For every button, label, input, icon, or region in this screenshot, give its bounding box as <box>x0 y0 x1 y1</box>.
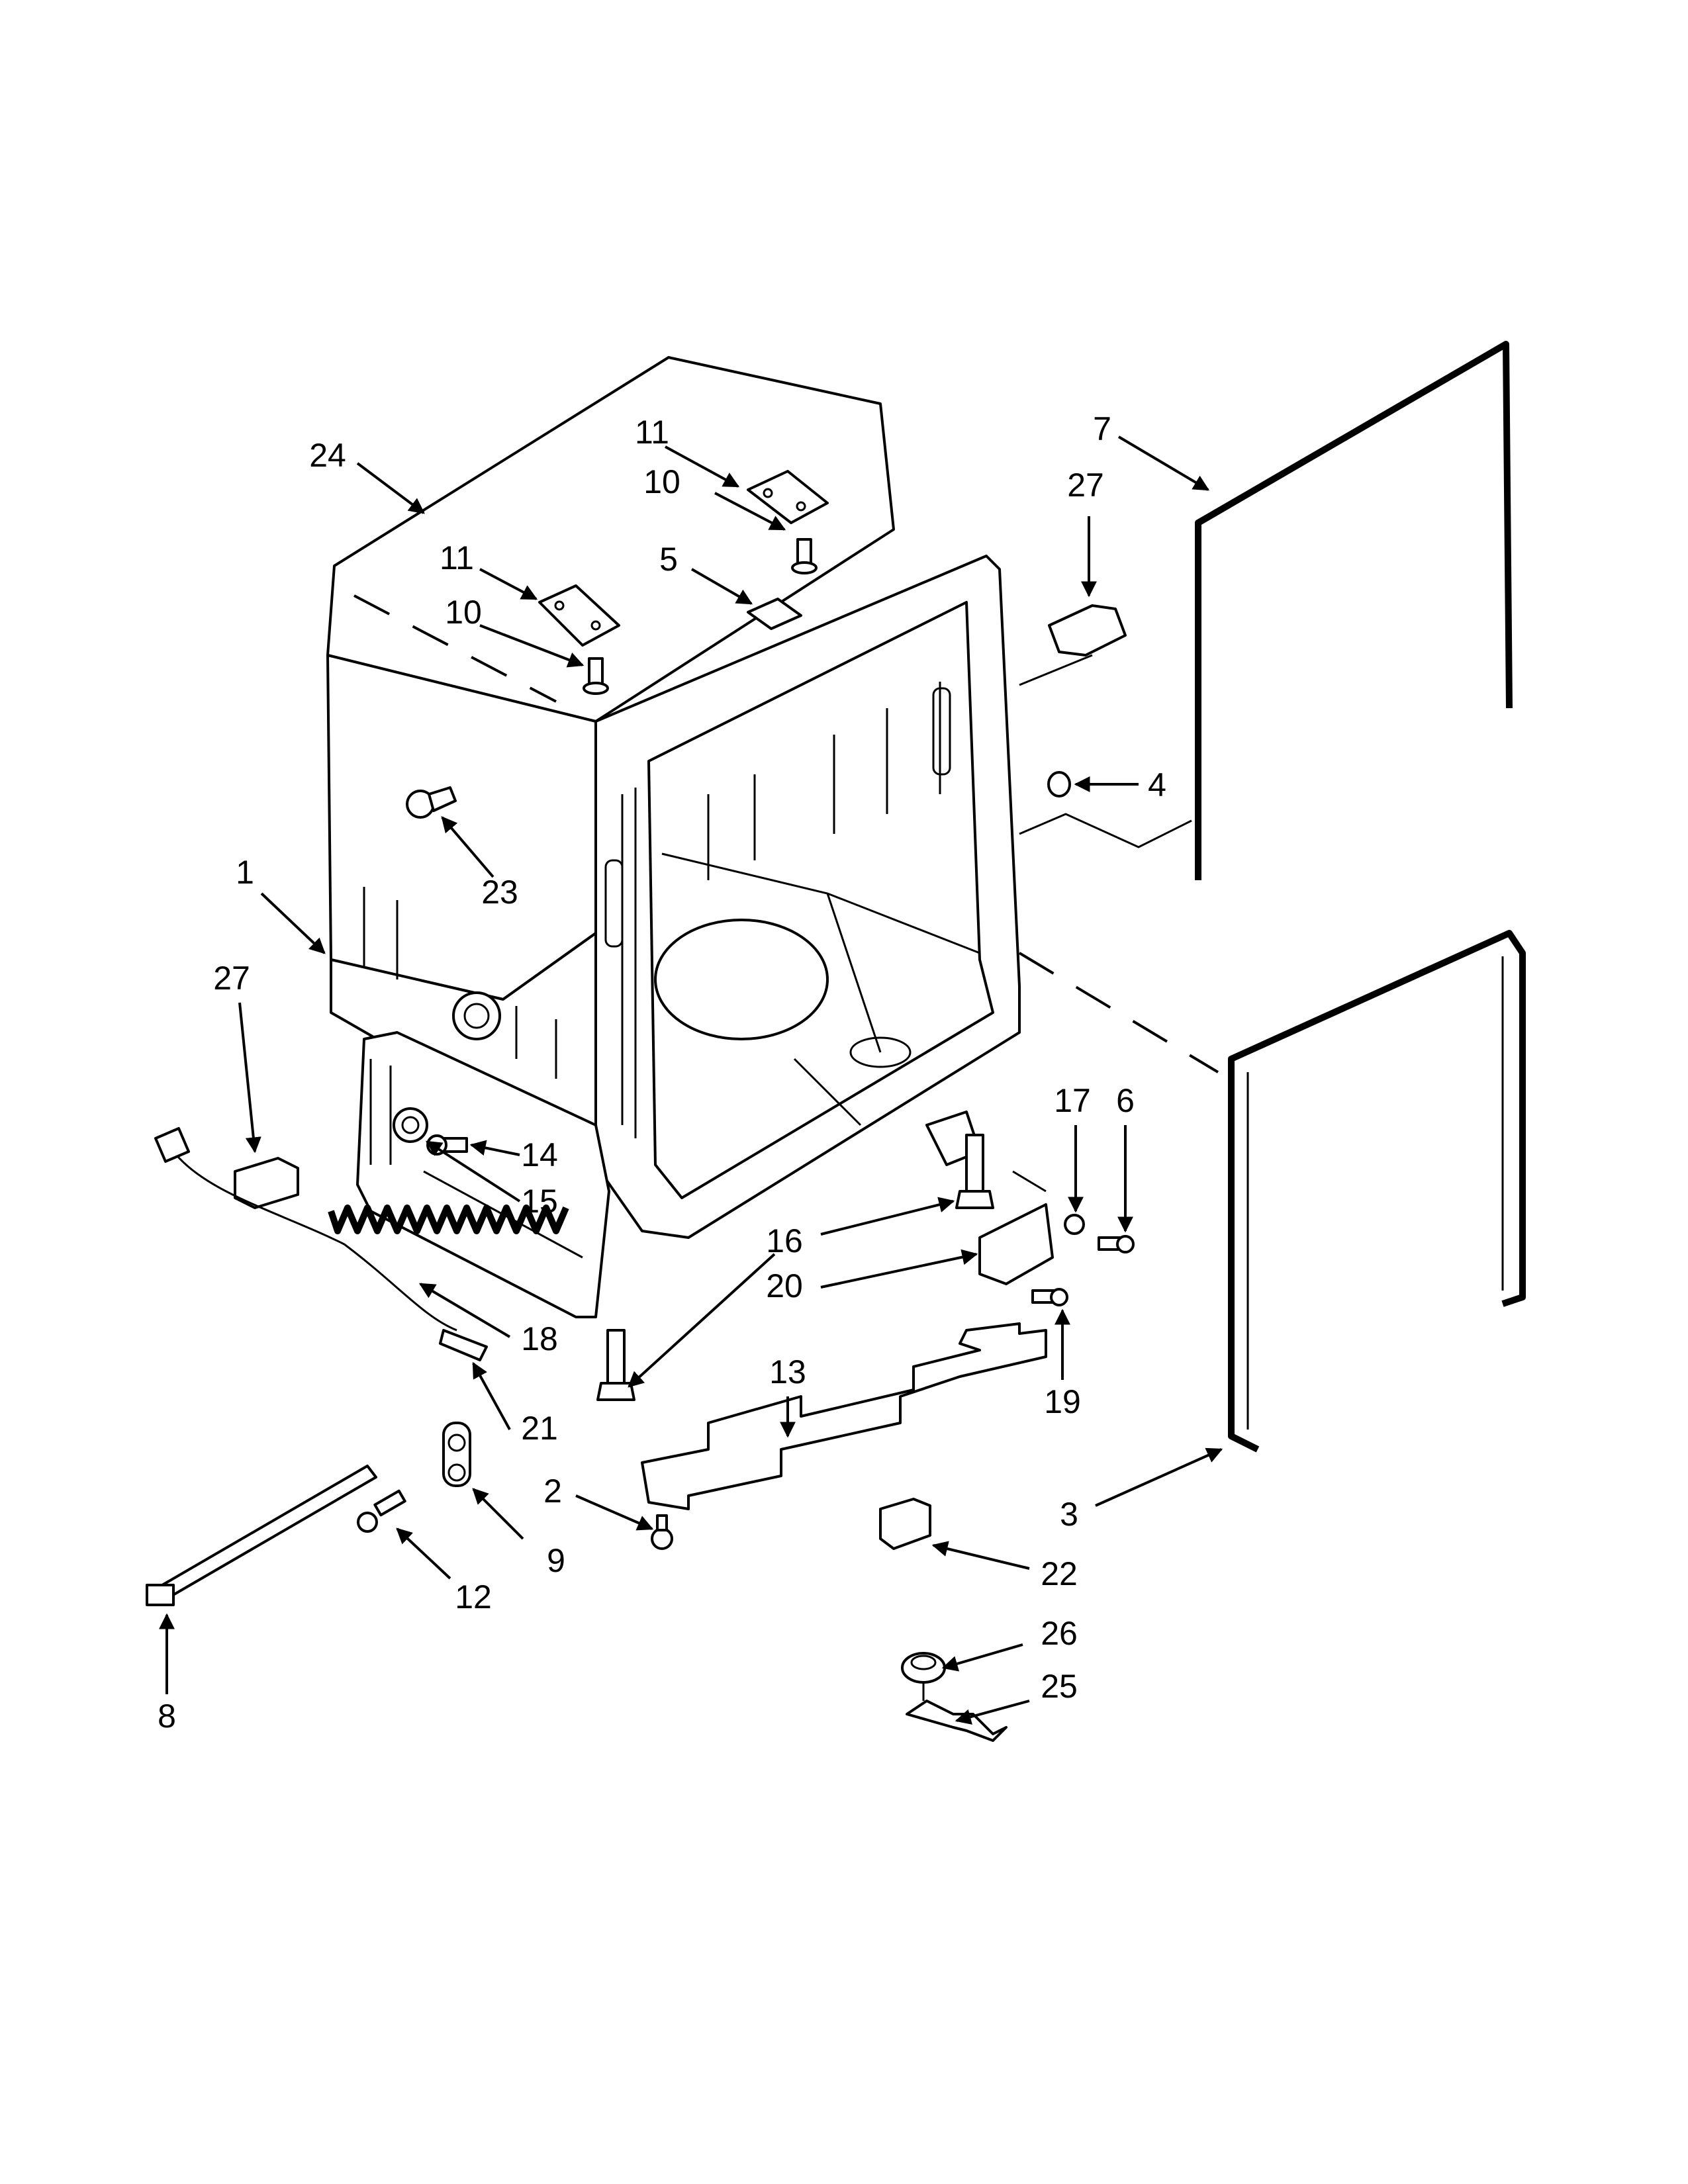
toe-panel-shield <box>641 1322 1047 1510</box>
callout-12: 12 <box>455 1578 492 1615</box>
tub-bumper-left <box>234 1157 299 1209</box>
door-gasket-lower <box>1228 930 1526 1453</box>
tub-drain-port <box>452 991 501 1040</box>
bracket-screw-bottom <box>1031 1288 1068 1306</box>
callout-11-side: 11 <box>440 539 474 576</box>
tub-plug <box>1047 771 1071 797</box>
callout-10-side: 10 <box>445 594 482 631</box>
callout-15: 15 <box>521 1183 558 1220</box>
callout-7: 7 <box>1093 410 1111 447</box>
callout-3: 3 <box>1060 1496 1078 1533</box>
tub-sump <box>654 919 829 1040</box>
tub-inner-opening <box>647 601 994 1199</box>
callout-9: 9 <box>547 1542 565 1579</box>
callout-14: 14 <box>521 1136 558 1173</box>
hinge-screw-top <box>791 538 818 574</box>
door-gasket-upper <box>1195 341 1513 880</box>
hinge-bracket-top <box>747 470 829 524</box>
callout-24: 24 <box>309 437 346 474</box>
callout-23: 23 <box>481 874 518 911</box>
callout-26: 26 <box>1041 1615 1078 1652</box>
callout-19: 19 <box>1044 1383 1081 1420</box>
tub-base-frame <box>356 1031 610 1318</box>
tub-bumper-top <box>1048 604 1127 657</box>
cable-tie <box>161 1465 377 1598</box>
callout-10-top: 10 <box>643 463 680 500</box>
wheel-grommet <box>393 1107 428 1143</box>
callout-labels: 11 10 11 10 5 24 7 27 4 23 1 27 14 15 18… <box>158 410 1166 1735</box>
leader-lines <box>159 435 1223 1725</box>
callout-11-top: 11 <box>635 414 669 451</box>
cable-tie-head <box>146 1584 175 1606</box>
callout-21: 21 <box>521 1410 558 1447</box>
callout-4: 4 <box>1148 766 1166 803</box>
callout-5: 5 <box>659 541 678 578</box>
callout-18: 18 <box>521 1320 558 1357</box>
callout-13: 13 <box>769 1353 806 1390</box>
wire-connector <box>879 1498 931 1550</box>
insulation-push-pin <box>406 786 457 819</box>
tub-clip <box>747 598 802 630</box>
callout-8: 8 <box>158 1698 176 1735</box>
thermal-sensor <box>901 1652 946 1684</box>
callout-2: 2 <box>543 1473 562 1510</box>
hinge-cover <box>442 1422 471 1487</box>
leveling-leg-right <box>955 1134 994 1209</box>
bracket-screw-top <box>1098 1235 1135 1253</box>
callout-6: 6 <box>1116 1082 1135 1119</box>
leveling-leg-left <box>596 1329 635 1401</box>
bracket-washer <box>1064 1214 1085 1235</box>
hinge-screw-side <box>583 657 609 695</box>
door-cable <box>167 1144 457 1332</box>
mounting-bracket <box>978 1203 1054 1285</box>
cable-end-fitting <box>439 1329 488 1361</box>
callout-17: 17 <box>1054 1082 1091 1119</box>
callout-27-left: 27 <box>213 960 250 997</box>
door-spring <box>328 1205 569 1234</box>
tub-assembly <box>326 356 1021 1318</box>
callout-25: 25 <box>1041 1668 1078 1705</box>
shield-fastener <box>651 1514 673 1550</box>
callout-22: 22 <box>1041 1555 1078 1592</box>
callout-27-top: 27 <box>1067 467 1104 504</box>
callout-1: 1 <box>236 854 254 891</box>
callout-16: 16 <box>766 1222 803 1259</box>
hinge-screw <box>357 1489 406 1533</box>
callout-20: 20 <box>766 1267 803 1304</box>
